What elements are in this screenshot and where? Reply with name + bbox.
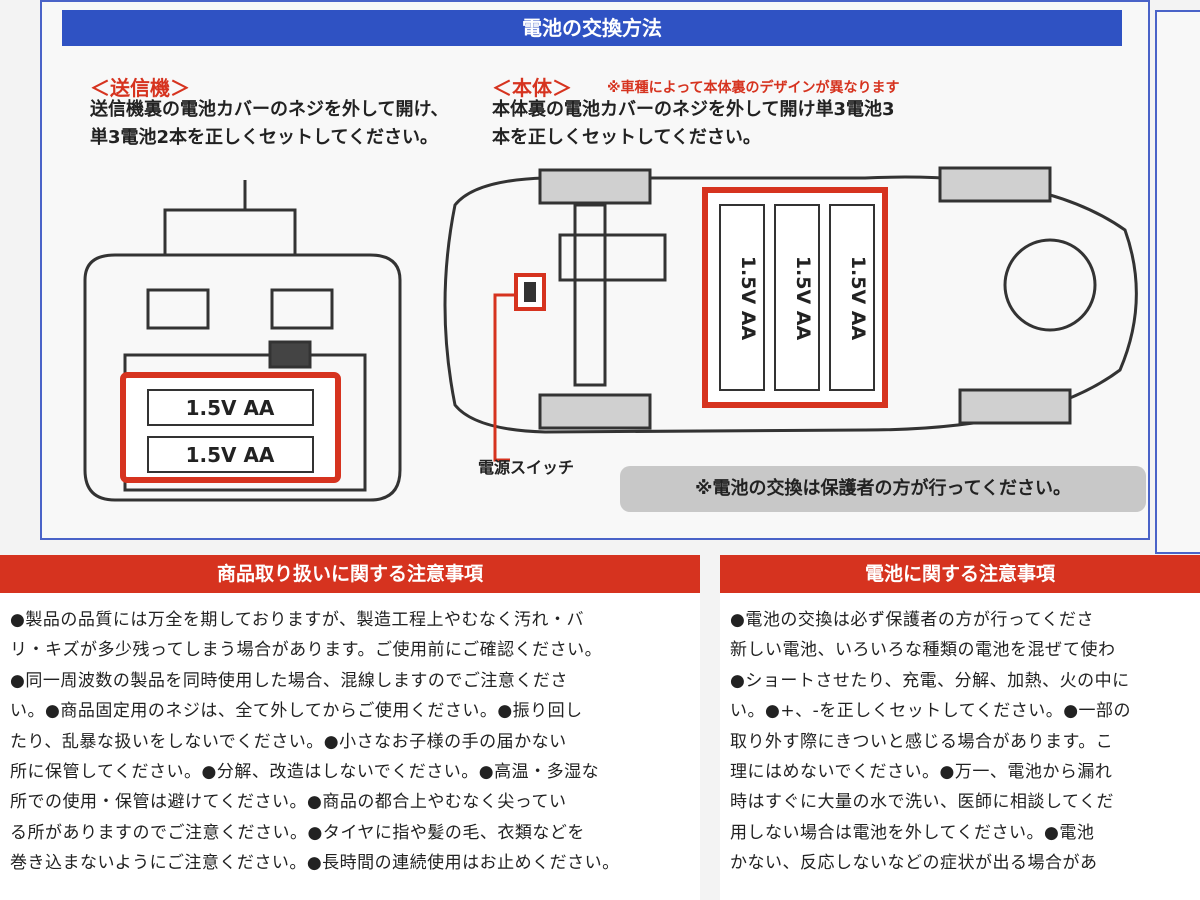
transmitter-illustration: [83, 180, 402, 502]
product-caution-line: リ・キズが多少残ってしまう場合があります。ご使用前にご確認ください。: [10, 640, 603, 661]
battery-caution-line: 理にはめないでください。●万一、電池から漏れ: [730, 762, 1113, 783]
transmitter-title: ＜送信機＞: [90, 76, 190, 100]
battery-caution-line: 用しない場合は電池を外してください。●電池: [730, 822, 1095, 843]
body-battery-1-label: 1.5V AA: [737, 256, 759, 341]
guardian-note: ※電池の交換は保護者の方が行ってください。: [620, 466, 1146, 512]
battery-caution-line: ●電池の交換は必ず保護者の方が行ってくださ: [730, 610, 1094, 630]
power-switch-label: 電源スイッチ: [478, 458, 575, 477]
product-caution-line: 巻き込まないようにご注意ください。●長時間の連続使用はお止めください。: [10, 853, 620, 874]
transmitter-battery-compartment: [120, 372, 341, 483]
adjacent-panel-edge: [1155, 10, 1200, 554]
product-caution-section: 商品取り扱いに関する注意事項 ●製品の品質には万全を期しておりますが、製造工程上…: [0, 555, 700, 900]
battery-caution-section: 電池に関する注意事項 ●電池の交換は必ず保護者の方が行ってくださ 新しい電池、い…: [720, 555, 1200, 900]
battery-caution-line: かない、反応しないなどの症状が出る場合があ: [730, 853, 1098, 874]
product-caution-line: い。●商品固定用のネジは、全て外してからご使用ください。●振り回し: [10, 701, 583, 722]
battery-caution-line: い。●+、-を正しくセットしてください。●一部の: [730, 701, 1132, 722]
product-caution-text: ●製品の品質には万全を期しておりますが、製造工程上やむなく汚れ・バ リ・キズが多…: [0, 593, 700, 891]
product-caution-line: ●製品の品質には万全を期しておりますが、製造工程上やむなく汚れ・バ: [10, 610, 584, 630]
product-caution-title: 商品取り扱いに関する注意事項: [0, 555, 700, 593]
product-caution-line: る所がありますのでご注意ください。●タイヤに指や髪の毛、衣類などを: [10, 822, 585, 843]
battery-diagram: 1.5V AA 1.5V AA 1.5V AA 1.5V AA 1.5V AA: [83, 166, 1138, 502]
body-battery-2-label: 1.5V AA: [792, 256, 814, 341]
battery-caution-line: 取り外す際にきついと感じる場合があります。こ: [730, 731, 1114, 752]
battery-caution-text: ●電池の交換は必ず保護者の方が行ってくださ 新しい電池、いろいろな種類の電池を混…: [720, 593, 1200, 891]
transmitter-battery-1-label: 1.5V AA: [186, 396, 275, 420]
product-caution-line: 所での使用・保管は避けてください。●商品の都合上やむなく尖ってい: [10, 792, 567, 813]
body-battery-3-label: 1.5V AA: [847, 256, 869, 341]
car-body-illustration: [443, 166, 1138, 434]
transmitter-instructions: 送信機裏の電池カバーのネジを外して開け、単3電池2本を正しくセットしてください。: [90, 99, 449, 148]
battery-caution-line: 時はすぐに大量の水で洗い、医師に相談してくだ: [730, 792, 1114, 813]
battery-caution-line: ●ショートさせたり、充電、分解、加熱、火の中に: [730, 670, 1130, 691]
battery-caution-title: 電池に関する注意事項: [720, 555, 1200, 593]
product-caution-line: 所に保管してください。●分解、改造はしないでください。●高温・多湿な: [10, 762, 600, 783]
body-instructions: 本体裏の電池カバーのネジを外して開け単3電池3本を正しくセットしてください。: [492, 99, 895, 148]
battery-panel-header: 電池の交換方法: [62, 10, 1122, 46]
product-caution-line: たり、乱暴な扱いをしないでください。●小さなお子様の手の届かない: [10, 731, 567, 752]
body-battery-compartment: [702, 187, 888, 408]
transmitter-battery-2-label: 1.5V AA: [186, 443, 275, 467]
battery-caution-line: 新しい電池、いろいろな種類の電池を混ぜて使わ: [730, 640, 1116, 661]
power-switch: [493, 273, 546, 462]
body-title: ＜本体＞: [492, 76, 572, 100]
body-design-note: ※車種によって本体裏のデザインが異なります: [607, 80, 900, 96]
product-caution-line: ●同一周波数の製品を同時使用した場合、混線しますのでご注意くださ: [10, 670, 568, 691]
